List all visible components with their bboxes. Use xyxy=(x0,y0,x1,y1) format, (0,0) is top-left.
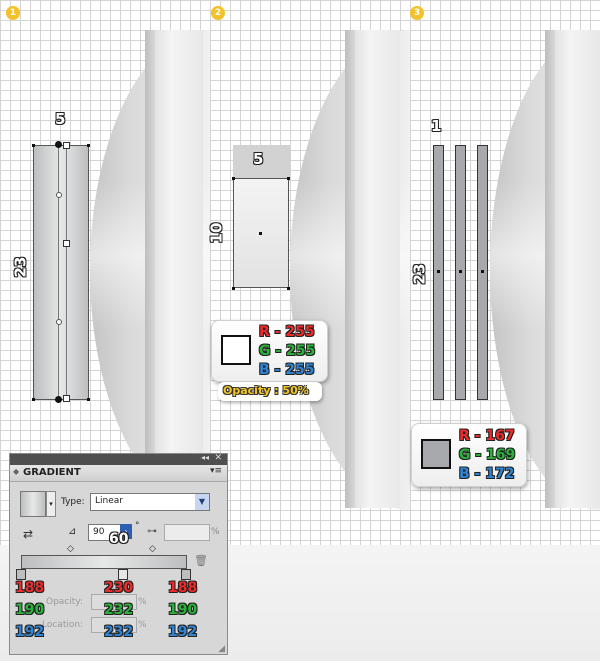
gradient-preview-swatch[interactable] xyxy=(20,491,46,517)
stop-2-blue: 232 xyxy=(104,624,134,640)
anchor-point xyxy=(287,177,290,180)
reverse-gradient-icon[interactable]: ⇄ xyxy=(23,527,34,541)
resize-grip-icon[interactable]: ◢ xyxy=(218,644,225,654)
opacity-percent: % xyxy=(138,597,147,607)
stop-1-red: 188 xyxy=(15,580,45,596)
panel-grip-icon: ◆ xyxy=(13,467,20,476)
step-2-side-slab xyxy=(345,30,400,508)
step-2-color-callout: R - 255 G - 255 B - 255 xyxy=(211,320,328,382)
step-1-handle-square[interactable] xyxy=(63,395,70,402)
center-point xyxy=(259,232,262,235)
angle-overlay-label: 60 xyxy=(109,531,129,547)
blue-value: B - 255 xyxy=(259,362,315,378)
midpoint-diamond[interactable]: ◇ xyxy=(149,544,156,554)
angle-degree-sign: ° xyxy=(135,521,140,531)
type-select[interactable]: Linear ▼ xyxy=(90,493,210,511)
type-select-value: Linear xyxy=(95,496,123,506)
stop-1-green: 190 xyxy=(15,602,45,618)
color-swatch-gray xyxy=(421,439,451,469)
anchor-point xyxy=(87,398,90,401)
gradient-preset-dropdown[interactable]: ▾ xyxy=(46,491,56,517)
stop-3-green: 190 xyxy=(168,602,198,618)
blue-value: B - 172 xyxy=(459,466,515,482)
step-3-badge: 3 xyxy=(410,6,424,20)
color-swatch-white xyxy=(221,335,251,365)
opacity-text: Opacity : 50% xyxy=(223,384,309,397)
step-1-badge: 1 xyxy=(6,6,20,20)
anchor-point xyxy=(87,144,90,147)
center-point xyxy=(437,270,440,273)
stop-3-blue: 192 xyxy=(168,624,198,640)
step-1-width-label: 5 xyxy=(55,110,66,128)
red-value: R - 167 xyxy=(459,428,515,444)
opacity-label: Opacity: xyxy=(46,597,83,607)
anchor-point xyxy=(32,398,35,401)
aspect-ratio-input[interactable] xyxy=(164,524,210,541)
step-3-side-slab xyxy=(545,30,600,508)
gradient-slider-bar[interactable] xyxy=(21,555,187,569)
stop-2-green: 232 xyxy=(104,602,134,618)
step-1-handle-dot xyxy=(56,192,62,198)
step-3-width-label: 1 xyxy=(431,117,442,135)
green-value: G - 169 xyxy=(459,447,516,463)
angle-input[interactable]: 90 xyxy=(88,524,122,541)
midpoint-diamond[interactable]: ◇ xyxy=(67,544,74,554)
step-2-top-box xyxy=(233,145,290,178)
panel-title-bar: ◆ GRADIENT ▾≡ xyxy=(10,465,227,482)
location-label: Location: xyxy=(42,620,84,630)
stop-1-blue: 192 xyxy=(15,624,45,640)
gradient-panel: ◂◂ ✕ ◆ GRADIENT ▾≡ ▾ Type: Linear ▼ ⇄ ⊿ … xyxy=(9,453,228,655)
panel-tab-bar: ◂◂ ✕ xyxy=(10,453,227,465)
panel-title[interactable]: GRADIENT xyxy=(23,467,81,478)
center-point xyxy=(481,270,484,273)
anchor-point xyxy=(232,287,235,290)
step-3-color-callout: R - 167 G - 169 B - 172 xyxy=(411,423,527,487)
step-1-handle-square[interactable] xyxy=(63,240,70,247)
anchor-point xyxy=(232,177,235,180)
angle-dropdown-button[interactable]: › xyxy=(120,524,132,539)
step-1-height-label: 23 xyxy=(11,256,30,278)
gradient-stop-left[interactable] xyxy=(16,569,26,580)
close-icon[interactable]: ✕ xyxy=(214,453,222,463)
delete-stop-icon[interactable]: 🗑 xyxy=(194,554,208,567)
chevron-down-icon: ▼ xyxy=(195,494,209,510)
collapse-icon[interactable]: ◂◂ xyxy=(200,453,209,462)
type-label: Type: xyxy=(61,497,85,507)
angle-icon: ⊿ xyxy=(68,526,77,537)
stop-2-red: 230 xyxy=(104,580,134,596)
gradient-stop-middle[interactable] xyxy=(118,569,128,580)
opacity-input[interactable] xyxy=(91,594,137,610)
anchor-point xyxy=(287,287,290,290)
center-point xyxy=(459,270,462,273)
angle-value: 90 xyxy=(93,527,105,537)
step-1-gradient-handle[interactable] xyxy=(55,396,62,403)
step-1-gradient-handle[interactable] xyxy=(55,141,62,148)
aspect-ratio-percent: % xyxy=(211,527,220,537)
anchor-point xyxy=(32,144,35,147)
red-value: R - 255 xyxy=(259,324,315,340)
location-input[interactable] xyxy=(91,617,137,633)
stop-3-red: 188 xyxy=(168,580,198,596)
step-1-selection-line xyxy=(58,145,59,400)
panel-menu-icon[interactable]: ▾≡ xyxy=(209,466,222,476)
step-1-handle-square[interactable] xyxy=(63,142,70,149)
aspect-ratio-icon: ⊶ xyxy=(147,526,157,537)
green-value: G - 255 xyxy=(259,343,316,359)
step-1-selection-line xyxy=(66,145,67,400)
step-1-handle-dot xyxy=(56,319,62,325)
gradient-stop-right[interactable] xyxy=(181,569,191,580)
step-1-side-slab xyxy=(145,30,203,508)
step-2-width-label: 5 xyxy=(253,150,264,168)
step-2-height-label: 10 xyxy=(207,222,226,244)
step-3-height-label: 23 xyxy=(410,263,429,285)
opacity-label: Opacity : 50% xyxy=(218,382,322,401)
step-1-bar[interactable] xyxy=(33,145,89,400)
location-percent: % xyxy=(138,620,147,630)
step-2-badge: 2 xyxy=(211,6,225,20)
